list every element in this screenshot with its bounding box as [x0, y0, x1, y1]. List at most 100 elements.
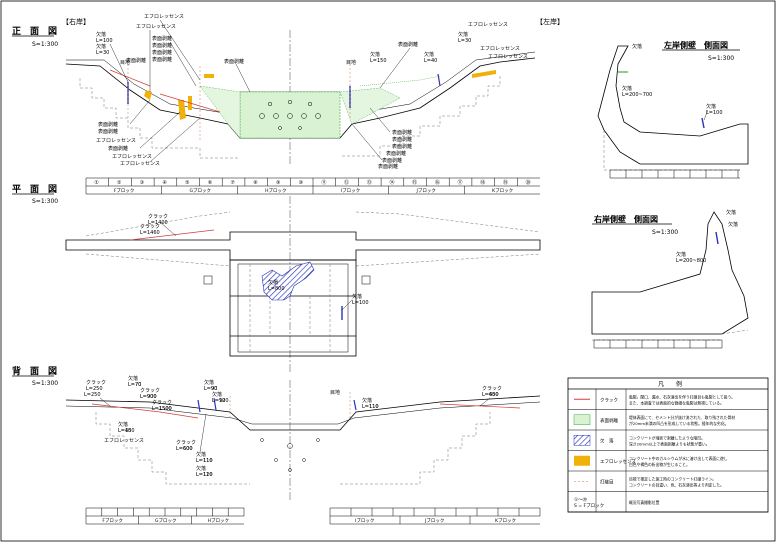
plan-grid-number: ⑲: [503, 179, 508, 186]
legend-name: S = Fブロック: [574, 502, 604, 509]
back-block-label: Jブロック: [424, 517, 444, 524]
svg-text:L=90: L=90: [204, 386, 217, 392]
front-view: 正 面 図 S=1:300 【右岸】 【左岸】: [12, 14, 564, 170]
svg-text:L=40: L=40: [118, 428, 131, 434]
right-side-title: 右岸側壁 側面図: [593, 214, 658, 224]
plan-spillway: [229, 259, 357, 357]
legend-name: クラック: [600, 397, 618, 403]
svg-text:表面剥離: 表面剥離: [392, 129, 412, 136]
svg-text:欠落L=110: 欠落L=110: [196, 451, 213, 464]
legend: 凡 例 クラック亀裂。間口、漏水、石灰溶出を伴う打継目も亀裂として扱う。また、本…: [567, 377, 769, 513]
front-cracks: [109, 69, 221, 113]
svg-text:表面剥離: 表面剥離: [152, 49, 172, 56]
legend-description: が20mm未満の凹凸を形成している状態。経年的な劣化。: [629, 421, 728, 426]
svg-text:L=40: L=40: [424, 58, 437, 64]
front-title: 正 面 図: [12, 26, 57, 37]
legend-loss-swatch: [573, 435, 591, 446]
svg-text:欠落L=150: 欠落L=150: [118, 421, 135, 434]
plan-grid-number: ⑧: [253, 180, 258, 186]
plan-grid-number: ④: [162, 180, 167, 186]
svg-text:L=110: L=110: [196, 458, 213, 464]
svg-text:欠落: 欠落: [424, 51, 434, 58]
plan-grid-number: ⑳: [526, 179, 531, 186]
right-side-wall-outline: [591, 211, 749, 335]
svg-text:エフロレッセンス: エフロレッセンス: [96, 138, 136, 144]
legend-description: 白色や褐色の析出物が生じること。: [629, 462, 690, 467]
svg-text:目地: 目地: [330, 389, 340, 396]
svg-text:目地: 目地: [120, 59, 130, 66]
svg-text:エフロレッセンス: エフロレッセンス: [480, 46, 520, 52]
svg-text:L=1500: L=1500: [152, 406, 172, 412]
right-side-scale: S=1:300: [652, 229, 678, 236]
svg-text:表面剥離: 表面剥離: [108, 145, 128, 152]
svg-text:表面剥離: 表面剥離: [382, 157, 402, 164]
svg-text:表面剥離: 表面剥離: [126, 57, 146, 64]
plan-grid-number: ⑫: [344, 179, 349, 186]
svg-text:L=30: L=30: [96, 50, 109, 56]
plan-block-label: Iブロック: [341, 187, 360, 194]
back-block-label: Iブロック: [355, 517, 374, 524]
svg-text:欠落L=90: 欠落L=90: [212, 391, 225, 404]
svg-text:L=250: L=250: [84, 392, 101, 398]
legend-description: 亀裂。間口、漏水、石灰溶出を伴う打継目も亀裂として扱う。: [629, 394, 735, 399]
svg-text:L=120: L=120: [196, 472, 213, 478]
legend-description: コンクリートが塊状で剥離したような陥凹。: [629, 435, 705, 440]
plan-loss-area: [261, 261, 315, 301]
plan-grid-number: ⑮: [412, 179, 417, 186]
plan-block-label: Jブロック: [416, 187, 436, 194]
svg-text:L=30: L=30: [458, 38, 471, 44]
svg-text:エフロレッセンス: エフロレッセンス: [104, 438, 144, 444]
plan-grid-number: ①: [94, 180, 99, 186]
front-conduit-openings: [259, 99, 321, 130]
svg-text:表面剥離: 表面剥離: [392, 136, 412, 143]
svg-text:表面剥離: 表面剥離: [378, 163, 398, 170]
legend-name: ①〜⑳: [574, 496, 588, 503]
svg-text:エフロレッセンス: エフロレッセンス: [144, 14, 184, 20]
plan-grid-number: ⑤: [185, 180, 189, 186]
plan-grid-number: ⑰: [458, 179, 463, 186]
back-block-label: Gブロック: [155, 517, 177, 524]
back-block-label: Kブロック: [495, 517, 516, 524]
front-scale: S=1:300: [32, 41, 58, 48]
svg-text:欠落: 欠落: [96, 43, 106, 50]
legend-title: 凡 例: [658, 380, 682, 388]
svg-text:エフロレッセンス: エフロレッセンス: [112, 154, 152, 160]
legend-name: 打継目: [600, 478, 614, 485]
back-conduit-openings: [260, 438, 320, 472]
legend-description: コンクリートの目違い、色、石灰溶出等より判定した。: [629, 482, 724, 487]
plan-crest-outline: [65, 231, 541, 261]
plan-grid-number: ⑬: [367, 179, 372, 186]
legend-peel-swatch: [573, 414, 591, 425]
legend-name: 表面剥離: [600, 417, 618, 424]
svg-text:欠落L=90: 欠落L=90: [204, 379, 217, 392]
plan-grid-number: ②: [117, 180, 122, 186]
plan-crack: [129, 229, 215, 241]
svg-text:表面剥離: 表面剥離: [392, 143, 412, 150]
svg-text:欠落L=110: 欠落L=110: [196, 465, 213, 478]
svg-text:表面剥離: 表面剥離: [152, 56, 172, 63]
svg-text:欠落L=110: 欠落L=110: [362, 397, 379, 410]
svg-text:L=110: L=110: [362, 404, 379, 410]
svg-text:欠落: 欠落: [370, 51, 380, 58]
left-bank-label: 【左岸】: [536, 17, 564, 26]
left-side-title: 左岸側壁 側面図: [663, 40, 728, 50]
legend-name: エフロレッセンス: [600, 459, 636, 465]
front-foundation-right: [340, 76, 501, 157]
back-dam-outline: [65, 395, 541, 431]
svg-text:L=600: L=600: [176, 446, 193, 452]
svg-text:表面剥離: 表面剥離: [386, 150, 406, 157]
plan-block-label: Gブロック: [190, 187, 212, 194]
